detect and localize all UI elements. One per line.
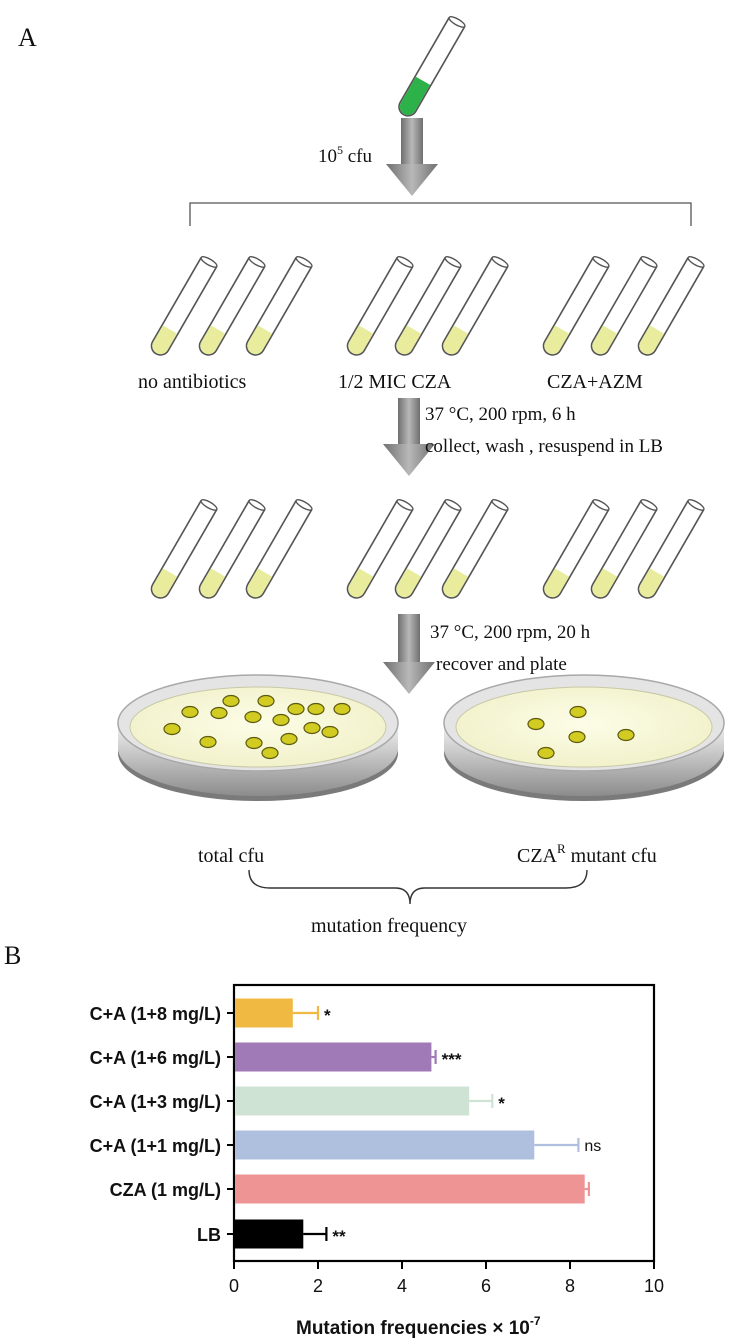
category-label-1: C+A (1+8 mg/L) [90, 1004, 221, 1024]
tube-row1-5 [394, 256, 462, 356]
colony [210, 706, 228, 720]
colony [307, 702, 325, 716]
tube-row-2 [150, 499, 705, 599]
x-tick-label-1: 0 [229, 1276, 239, 1296]
colony [333, 702, 351, 716]
tube-row2-9 [637, 499, 705, 599]
significance-4: ns [584, 1138, 601, 1155]
bar-3 [235, 1086, 470, 1116]
x-tick-label-5: 8 [565, 1276, 575, 1296]
arrow-inoculate [386, 118, 438, 196]
split-bracket [189, 202, 692, 226]
tube-row1-7 [542, 256, 610, 356]
colony [303, 721, 321, 735]
x-tick-label-2: 2 [313, 1276, 323, 1296]
colony [257, 694, 275, 708]
chart-frame [232, 983, 656, 1263]
plate-mutant [443, 674, 725, 801]
tube-row1-1 [150, 256, 218, 356]
significance-3: * [498, 1094, 505, 1113]
step1-line1: 37 °C, 200 rpm, 6 h [425, 404, 576, 425]
plate-right-label: CZAR mutant cfu [517, 841, 657, 867]
colonies [163, 694, 635, 760]
panel-a-letter: A [18, 23, 37, 52]
tube-row1-2 [198, 256, 266, 356]
significance-6: ** [332, 1227, 346, 1246]
bar-2 [235, 1042, 432, 1072]
colony [527, 717, 545, 731]
x-tick-label-6: 10 [644, 1276, 664, 1296]
tube-row1-9 [637, 256, 705, 356]
tube-row2-3 [245, 499, 313, 599]
tube-row-1 [150, 256, 705, 356]
colony [244, 710, 262, 724]
colony [287, 702, 305, 716]
tube-row2-5 [394, 499, 462, 599]
colony [199, 735, 217, 749]
frequency-brace [248, 869, 588, 905]
tube-row1-8 [590, 256, 658, 356]
bar-5 [235, 1174, 585, 1204]
significance-1: * [324, 1006, 331, 1025]
x-tick-label-3: 4 [397, 1276, 407, 1296]
panel-b-letter: B [4, 941, 21, 970]
x-tick-label-4: 6 [481, 1276, 491, 1296]
colony [537, 746, 555, 760]
x-axis-label: Mutation frequencies × 10-7 [296, 1314, 541, 1339]
colony [617, 728, 635, 742]
tube-row1-4 [346, 256, 414, 356]
category-label-4: C+A (1+1 mg/L) [90, 1136, 221, 1156]
tube-row2-4 [346, 499, 414, 599]
colony [280, 732, 298, 746]
colony [245, 736, 263, 750]
group-label-half-mic-cza: 1/2 MIC CZA [338, 371, 452, 393]
colony [163, 722, 181, 736]
tube-row2-1 [150, 499, 218, 599]
group-label-no-antibiotics: no antibiotics [138, 371, 247, 393]
tube-row1-3 [245, 256, 313, 356]
colony [261, 746, 279, 760]
bottom-label: mutation frequency [311, 915, 467, 937]
category-label-6: LB [197, 1225, 221, 1245]
step2-line1: 37 °C, 200 rpm, 20 h [430, 622, 591, 643]
tube-row2-8 [590, 499, 658, 599]
bar-1 [235, 998, 293, 1028]
tube-row2-7 [542, 499, 610, 599]
category-label-5: CZA (1 mg/L) [110, 1180, 221, 1200]
tube-row2-2 [198, 499, 266, 599]
group-label-cza-azm: CZA+AZM [547, 371, 643, 393]
bar-6 [235, 1219, 304, 1249]
colony [321, 725, 339, 739]
bar-4 [235, 1130, 535, 1160]
bar-chart: C+A (1+8 mg/L)*C+A (1+6 mg/L)***C+A (1+3… [90, 998, 664, 1296]
significance-2: *** [442, 1050, 462, 1069]
plate-left-label: total cfu [198, 845, 264, 867]
colony [222, 694, 240, 708]
category-label-3: C+A (1+3 mg/L) [90, 1092, 221, 1112]
arrow-step-2 [383, 614, 435, 694]
colony [568, 730, 586, 744]
colony [569, 705, 587, 719]
step2-line2: recover and plate [436, 654, 567, 675]
inoculum-label: 105 cfu [318, 143, 373, 167]
tube-row1-6 [441, 256, 509, 356]
tube-row2-6 [441, 499, 509, 599]
colony [181, 705, 199, 719]
colony [272, 713, 290, 727]
category-label-2: C+A (1+6 mg/L) [90, 1048, 221, 1068]
inoculum-tube [398, 16, 466, 117]
arrow-step-1 [383, 398, 435, 476]
step1-line2: collect, wash , resuspend in LB [425, 436, 663, 457]
